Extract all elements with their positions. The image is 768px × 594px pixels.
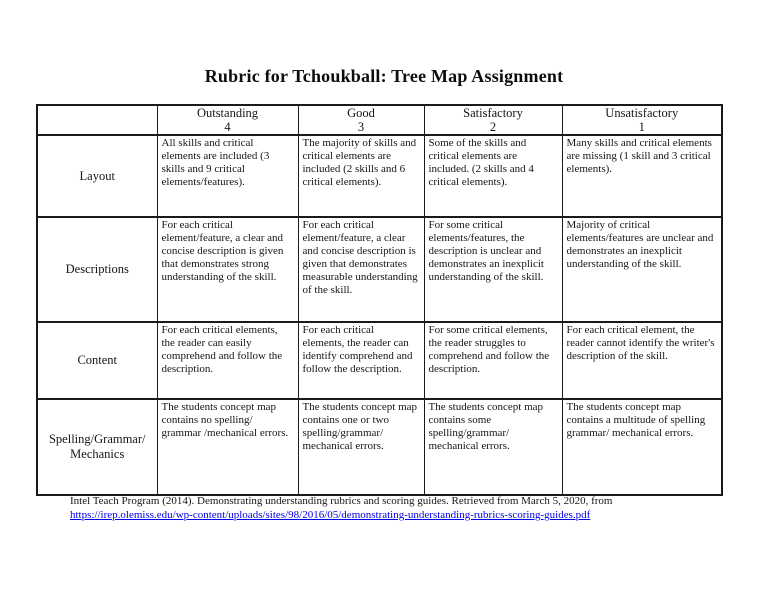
header-cell-empty xyxy=(36,104,158,136)
table-row-spelling-grammar-mechanics: Spelling/Grammar/ Mechanics The students… xyxy=(36,398,723,496)
column-label: Good xyxy=(347,106,375,120)
header-cell-unsatisfactory: Unsatisfactory 1 xyxy=(561,104,723,136)
header-cell-good: Good 3 xyxy=(297,104,425,136)
citation-link[interactable]: https://irep.olemiss.edu/wp-content/uplo… xyxy=(70,509,591,521)
column-level: 4 xyxy=(224,119,231,134)
header-cell-satisfactory: Satisfactory 2 xyxy=(423,104,563,136)
rubric-cell-spelling-unsatisfactory: The students concept map contains a mult… xyxy=(561,398,723,496)
column-level: 1 xyxy=(638,119,645,134)
column-level: 2 xyxy=(489,119,497,134)
rubric-cell-layout-unsatisfactory: Many skills and critical elements are mi… xyxy=(561,134,723,218)
column-label: Satisfactory xyxy=(463,106,523,120)
rubric-cell-spelling-satisfactory: The students concept map contains some s… xyxy=(423,398,563,496)
row-label-spelling-grammar-mechanics: Spelling/Grammar/ Mechanics xyxy=(36,398,158,496)
header-cell-outstanding: Outstanding 4 xyxy=(156,104,299,136)
page-title: Rubric for Tchoukball: Tree Map Assignme… xyxy=(204,66,564,86)
citation-block: Intel Teach Program (2014). Demonstratin… xyxy=(70,494,730,522)
rubric-cell-spelling-outstanding: The students concept map contains no spe… xyxy=(156,398,299,496)
column-label: Unsatisfactory xyxy=(605,106,679,120)
rubric-table: Outstanding 4 Good 3 Satisfactory 2 Unsa… xyxy=(36,104,723,496)
rubric-cell-layout-outstanding: All skills and critical elements are inc… xyxy=(156,134,299,218)
rubric-cell-content-good: For each critical elements, the reader c… xyxy=(297,321,425,400)
table-row-descriptions: Descriptions For each critical element/f… xyxy=(36,216,723,323)
rubric-cell-descriptions-good: For each critical element/feature, a cle… xyxy=(297,216,425,323)
rubric-cell-content-outstanding: For each critical elements, the reader c… xyxy=(156,321,299,400)
row-label-content: Content xyxy=(36,321,158,400)
row-label-descriptions: Descriptions xyxy=(36,216,158,323)
rubric-cell-layout-good: The majority of skills and critical elem… xyxy=(297,134,425,218)
rubric-cell-descriptions-unsatisfactory: Majority of critical elements/features a… xyxy=(561,216,723,323)
rubric-cell-descriptions-satisfactory: For some critical elements/features, the… xyxy=(423,216,563,323)
rubric-cell-content-satisfactory: For some critical elements, the reader s… xyxy=(423,321,563,400)
header-row: Outstanding 4 Good 3 Satisfactory 2 Unsa… xyxy=(36,104,723,136)
column-label: Outstanding xyxy=(196,106,259,120)
row-label-layout: Layout xyxy=(36,134,158,218)
citation-text: Intel Teach Program (2014). Demonstratin… xyxy=(70,495,613,507)
table-row-content: Content For each critical elements, the … xyxy=(36,321,723,400)
rubric-cell-layout-satisfactory: Some of the skills and critical elements… xyxy=(423,134,563,218)
rubric-cell-descriptions-outstanding: For each critical element/feature, a cle… xyxy=(156,216,299,323)
rubric-cell-spelling-good: The students concept map contains one or… xyxy=(297,398,425,496)
column-level: 3 xyxy=(357,119,365,134)
table-row-layout: Layout All skills and critical elements … xyxy=(36,134,723,218)
rubric-cell-content-unsatisfactory: For each critical element, the reader ca… xyxy=(561,321,723,400)
